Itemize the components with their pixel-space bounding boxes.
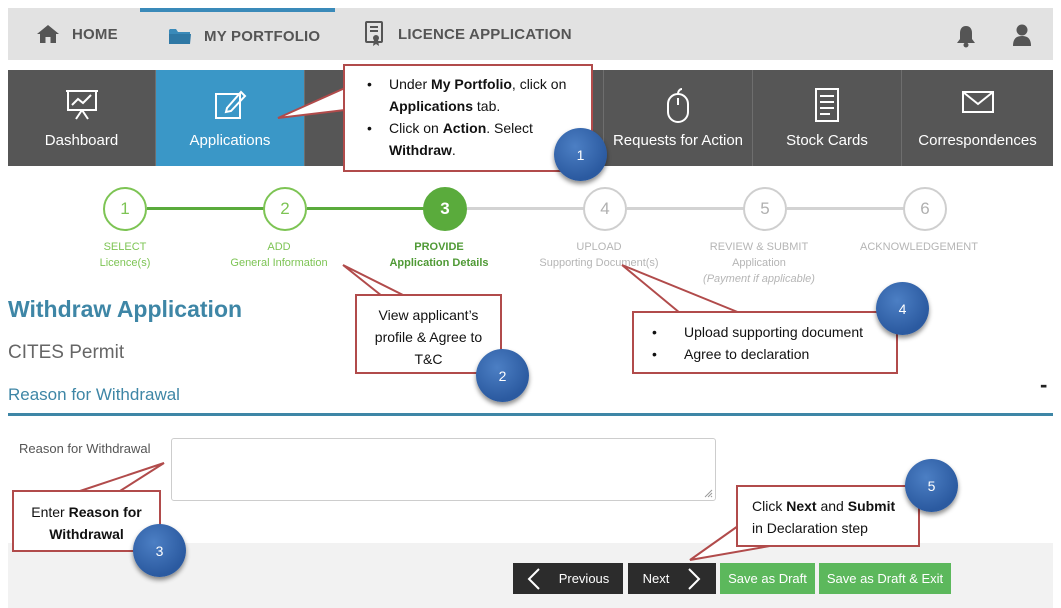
previous-button[interactable]: Previous — [513, 563, 623, 594]
callout-1: Under My Portfolio, click on Application… — [343, 64, 593, 172]
envelope-icon — [961, 91, 994, 113]
step-line-3 — [467, 207, 584, 210]
collapse-section-button[interactable]: - — [1040, 372, 1048, 397]
notifications-button[interactable] — [954, 24, 978, 53]
tab-requests-for-action[interactable]: Requests for Action — [604, 70, 753, 166]
callout-5-pointer — [689, 524, 773, 561]
tab-stock-cards-label: Stock Cards — [786, 132, 868, 149]
certificate-icon — [365, 21, 383, 46]
step-1-circle[interactable]: 1 — [103, 187, 147, 231]
top-navigation: HOME MY PORTFOLIO LICENCE APPLICATION — [8, 8, 1053, 60]
save-as-draft-exit-button[interactable]: Save as Draft & Exit — [819, 563, 951, 594]
callout-1-badge: 1 — [554, 128, 607, 181]
callout-1-bullet-2: Click on Action. Select Withdraw. — [355, 117, 581, 161]
step-line-4 — [627, 207, 744, 210]
callout-2-badge: 2 — [476, 349, 529, 402]
tab-requests-for-action-label: Requests for Action — [612, 132, 744, 149]
nav-my-portfolio[interactable]: MY PORTFOLIO — [140, 8, 335, 60]
nav-my-portfolio-label: MY PORTFOLIO — [204, 27, 321, 45]
step-line-5 — [787, 207, 904, 210]
callout-4-badge: 4 — [876, 282, 929, 335]
section-divider — [8, 413, 1053, 416]
step-5-circle: 5 — [743, 187, 787, 231]
step-3-circle[interactable]: 3 — [423, 187, 467, 231]
tab-hidden-behind-callout[interactable] — [305, 70, 604, 166]
folder-icon — [169, 29, 191, 44]
edit-icon — [215, 90, 247, 119]
step-6-label: ACKNOWLEDGEMENT — [860, 241, 978, 253]
permit-title: CITES Permit — [8, 342, 125, 363]
tab-stock-cards[interactable]: Stock Cards — [753, 70, 902, 166]
callout-4-bullet-1: Upload supporting document — [640, 321, 890, 343]
nav-home[interactable]: HOME — [36, 8, 118, 60]
reason-for-withdrawal-input[interactable] — [171, 438, 716, 501]
chevron-right-icon — [688, 567, 701, 590]
tab-correspondences-label: Correspondences — [918, 132, 1037, 149]
resize-handle-icon[interactable] — [704, 489, 713, 498]
home-icon — [37, 25, 59, 43]
callout-4-bullet-2: Agree to declaration — [640, 343, 890, 365]
callout-5: Click Next and Submit in Declaration ste… — [736, 485, 920, 547]
mouse-icon — [667, 88, 689, 123]
callout-5-badge: 5 — [905, 459, 958, 512]
page-title: Withdraw Application — [8, 296, 243, 322]
save-as-draft-button[interactable]: Save as Draft — [720, 563, 815, 594]
user-icon — [1013, 24, 1031, 46]
callout-1-bullet-1: Under My Portfolio, click on Application… — [355, 73, 581, 117]
step-6-circle: 6 — [903, 187, 947, 231]
step-line-1 — [147, 207, 264, 210]
chevron-left-icon — [527, 567, 540, 590]
tab-dashboard-label: Dashboard — [44, 132, 119, 149]
callout-4: Upload supporting document Agree to decl… — [632, 311, 898, 374]
nav-licence-application-label: LICENCE APPLICATION — [398, 25, 572, 43]
callout-3-badge: 3 — [133, 524, 186, 577]
callout-2: View applicant’s profile & Agree to T&C — [355, 294, 502, 374]
step-2-circle[interactable]: 2 — [263, 187, 307, 231]
step-4-circle: 4 — [583, 187, 627, 231]
bell-icon — [957, 26, 975, 48]
reason-label: Reason for Withdrawal — [19, 441, 151, 456]
nav-licence-application[interactable]: LICENCE APPLICATION — [364, 8, 572, 60]
chart-board-icon — [65, 90, 98, 120]
tab-correspondences[interactable]: Correspondences — [902, 70, 1053, 166]
step-line-2 — [307, 207, 424, 210]
tab-dashboard[interactable]: Dashboard — [8, 70, 156, 166]
tab-applications-label: Applications — [189, 132, 271, 149]
section-title: Reason for Withdrawal — [8, 385, 180, 404]
document-icon — [815, 88, 839, 122]
nav-home-label: HOME — [72, 25, 118, 43]
next-button[interactable]: Next — [628, 563, 716, 594]
user-profile-button[interactable] — [1012, 23, 1032, 52]
